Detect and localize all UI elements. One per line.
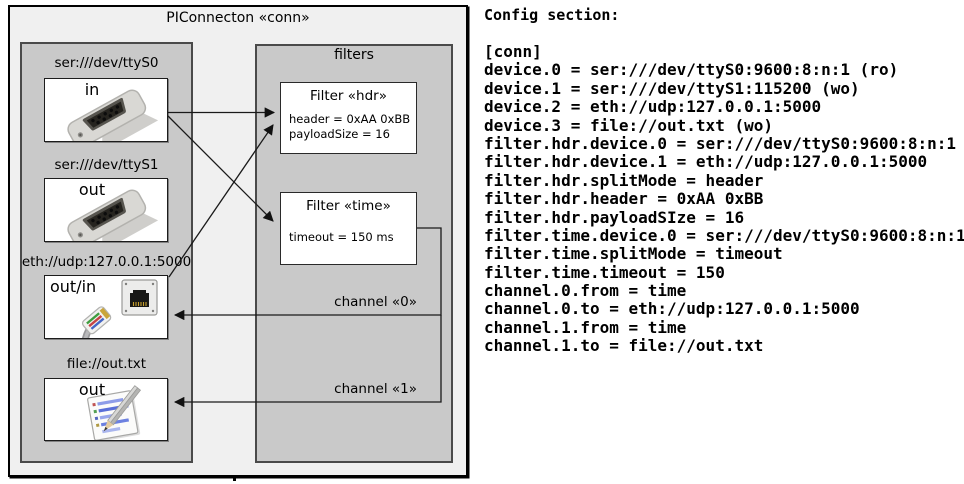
config-line: channel.1.to = file://out.txt [484, 336, 764, 356]
config-line: device.2 = eth://udp:127.0.0.1:5000 [484, 97, 822, 117]
config-line: [conn] [484, 42, 542, 61]
filter-hdr-title: Filter «hdr» [310, 88, 387, 104]
filter-time-title: Filter «time» [306, 198, 391, 214]
device-label-ttys1: ser:///dev/ttyS1 [54, 157, 159, 173]
device-box-ttys1: out [44, 178, 168, 242]
filter-hdr-property: header = 0xAA 0xBB [289, 112, 411, 126]
port-direction-label: out [78, 180, 106, 199]
bottom-tick-mark [233, 476, 236, 481]
config-line: filter.time.splitMode = timeout [484, 244, 783, 264]
config-line: filter.hdr.device.0 = ser:///dev/ttyS0:9… [484, 133, 957, 153]
device-box-ttys0: in [44, 78, 168, 142]
config-line: channel.0.to = eth://udp:127.0.0.1:5000 [484, 299, 860, 319]
device-box-eth: out/in [44, 275, 168, 339]
config-line: filter.hdr.header = 0xAA 0xBB [484, 189, 764, 209]
config-section-heading: Config section: [484, 6, 620, 24]
device-label-ttys0: ser:///dev/ttyS0 [54, 55, 159, 71]
config-line: device.3 = file://out.txt (wo) [484, 115, 773, 135]
serial-connector-icon [67, 89, 159, 141]
device-box-file: out [44, 378, 168, 441]
channel-0-label: channel «0» [334, 294, 417, 310]
filter-hdr-property: payloadSize = 16 [289, 127, 390, 141]
config-line: filter.hdr.splitMode = header [484, 170, 764, 190]
channel-1-label: channel «1» [334, 381, 417, 397]
notepad-pencil-icon [87, 385, 142, 440]
port-direction-label: out/in [50, 277, 97, 296]
config-line: filter.time.timeout = 150 [484, 262, 725, 282]
filter-time-property: timeout = 150 ms [289, 230, 394, 244]
config-section-text: [conn] device.0 = ser:///dev/ttyS0:9600:… [484, 42, 964, 356]
config-line: device.0 = ser:///dev/ttyS0:9600:8:n:1 (… [484, 60, 899, 80]
filter-time-box: Filter «time» timeout = 150 ms [280, 192, 417, 265]
port-direction-label: out [78, 380, 106, 399]
config-line: device.1 = ser:///dev/ttyS1:115200 (wo) [484, 78, 860, 98]
ethernet-jack-icon [80, 279, 158, 338]
config-line: channel.0.from = time [484, 281, 687, 301]
device-label-eth: eth://udp:127.0.0.1:5000 [21, 254, 192, 270]
config-line: filter.time.device.0 = ser:///dev/ttyS0:… [484, 225, 964, 245]
port-direction-label: in [84, 80, 100, 99]
diagram-title: PIConnecton «conn» [166, 10, 310, 26]
serial-connector-icon [67, 189, 159, 241]
filters-panel-title: filters [334, 47, 374, 63]
config-line: channel.1.from = time [484, 317, 687, 337]
filter-hdr-box: Filter «hdr» header = 0xAA 0xBB payloadS… [280, 82, 417, 154]
config-line: filter.hdr.device.1 = eth://udp:127.0.0.… [484, 152, 928, 172]
config-line: filter.hdr.payloadSIze = 16 [484, 207, 745, 227]
device-label-file: file://out.txt [66, 356, 147, 372]
